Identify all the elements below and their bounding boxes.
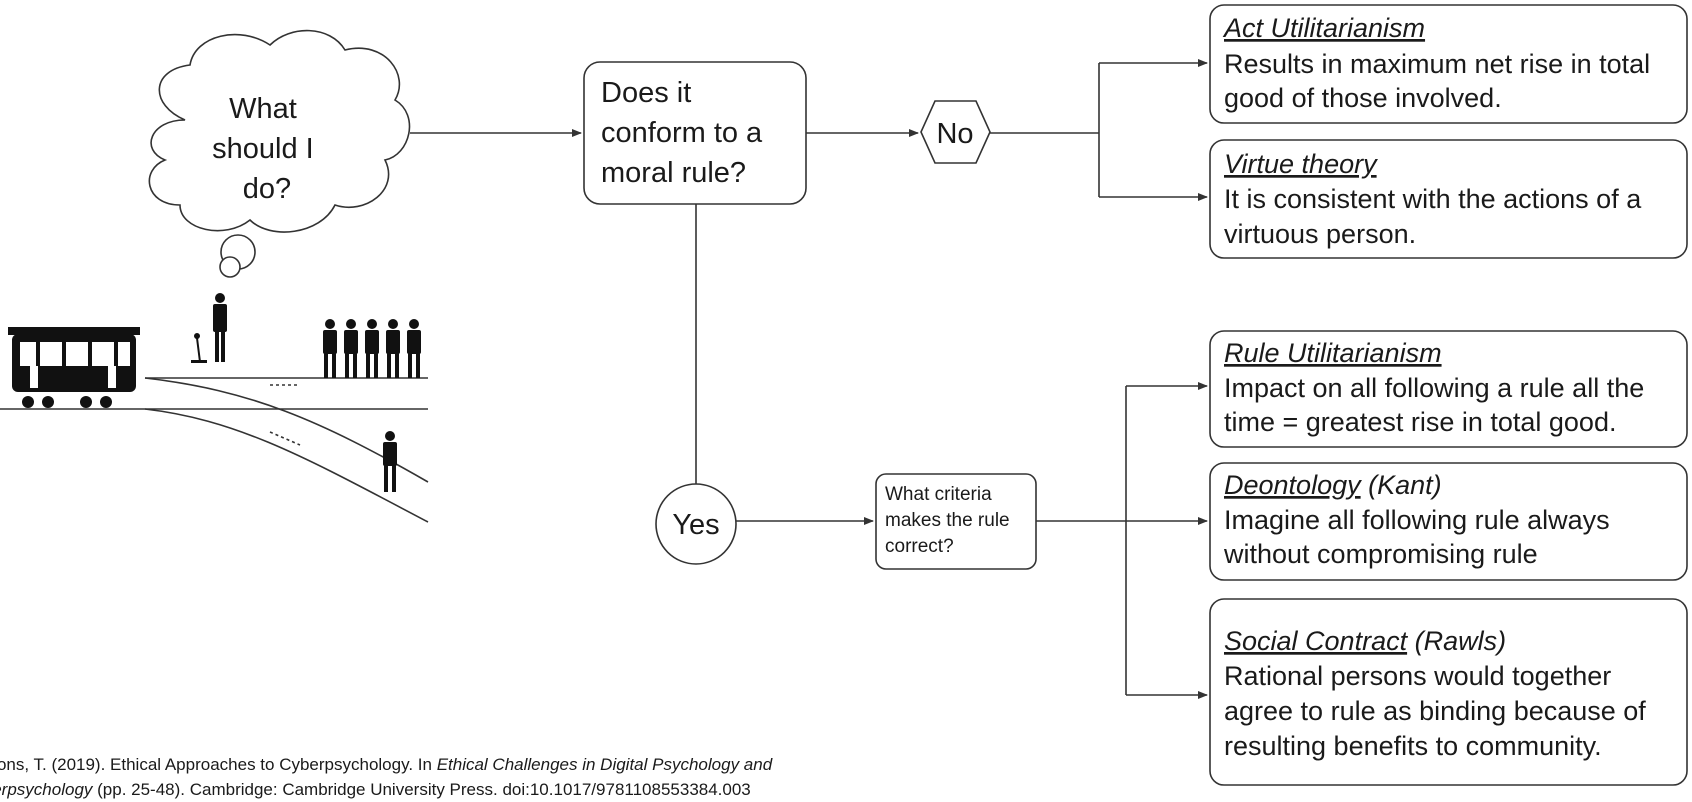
theory-title: Rule Utilitarianism — [1224, 338, 1442, 368]
tracks — [0, 377, 429, 523]
theory-box-social-contract: Social Contract (Rawls) Rational persons… — [1209, 598, 1688, 786]
no-label: No — [936, 118, 973, 150]
question-text: Does it conform to a moral rule? — [601, 77, 770, 189]
yes-label: Yes — [672, 509, 719, 541]
theory-box-virtue-theory: Virtue theory It is consistent with the … — [1209, 139, 1688, 259]
theory-title: Virtue theory — [1224, 149, 1378, 179]
criteria-text: What criteria makes the rule correct? — [885, 484, 1015, 557]
theory-box-rule-utilitarianism: Rule Utilitarianism Impact on all follow… — [1209, 330, 1688, 448]
citation-line-2: Cyberpsychology (pp. 25-48). Cambridge: … — [0, 780, 751, 799]
theory-description: Impact on all following a rule all the t… — [1224, 373, 1652, 437]
thought-text: What should I do? — [212, 93, 322, 205]
lever-person-icon — [191, 293, 227, 363]
theory-box-deontology: Deontology (Kant) Imagine all following … — [1209, 462, 1688, 581]
theory-description: It is consistent with the actions of a v… — [1224, 184, 1649, 249]
citation-line-1: Parsons, T. (2019). Ethical Approaches t… — [0, 755, 773, 774]
theory-title: Deontology (Kant) — [1224, 470, 1442, 500]
single-person-icon — [383, 431, 397, 492]
theory-box-act-utilitarianism: Act Utilitarianism Results in maximum ne… — [1209, 4, 1688, 124]
thought-cloud — [148, 29, 411, 278]
no-hexagon — [920, 100, 991, 164]
trolley-icon — [8, 327, 140, 408]
theory-description: Rational persons would together agree to… — [1224, 661, 1653, 761]
theory-title: Social Contract (Rawls) — [1224, 626, 1506, 656]
theory-description: Results in maximum net rise in total goo… — [1224, 49, 1658, 113]
theory-description: Imagine all following rule always withou… — [1223, 505, 1617, 569]
yes-circle — [655, 483, 737, 565]
citation: Parsons, T. (2019). Ethical Approaches t… — [0, 752, 902, 802]
five-people-icon — [323, 319, 421, 378]
trolley-illustration — [0, 293, 429, 523]
theory-title: Act Utilitarianism — [1222, 13, 1425, 43]
